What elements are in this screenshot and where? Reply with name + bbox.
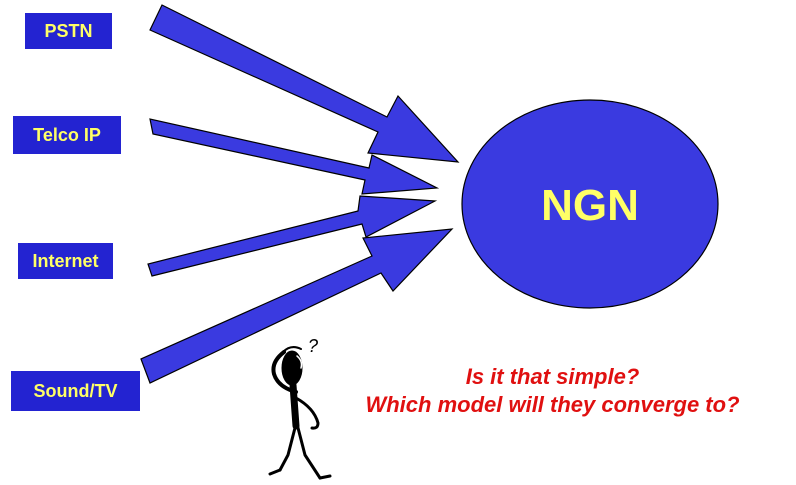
question-mark: ? [308, 336, 318, 356]
source-box-sound-tv: Sound/TV [11, 371, 140, 411]
ngn-hub-label: NGN [541, 181, 639, 230]
confused-thinking-person-icon [268, 346, 332, 480]
arrow-telco-to-ngn [149, 118, 440, 195]
ngn-hub-circle [461, 99, 719, 309]
arrow-internet-to-ngn [147, 195, 438, 277]
caption-line-1: Is it that simple? [465, 364, 640, 389]
source-box-pstn: PSTN [25, 13, 112, 49]
caption-line-2: Which model will they converge to? [365, 392, 740, 417]
arrow-sound-to-ngn [140, 228, 454, 384]
source-box-telco-ip: Telco IP [13, 116, 121, 154]
arrow-pstn-to-ngn [149, 4, 460, 163]
source-box-internet: Internet [18, 243, 113, 279]
